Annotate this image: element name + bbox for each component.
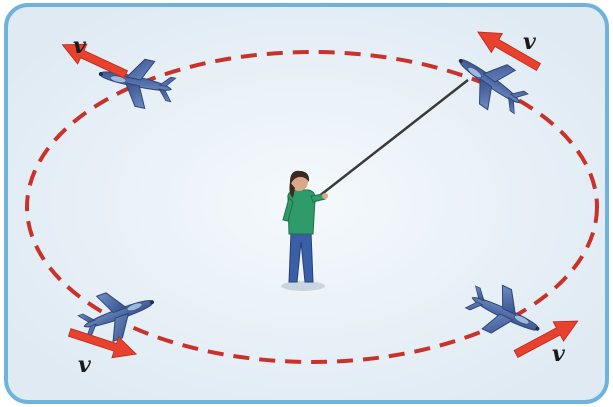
velocity-label-bottom-right: v [552, 341, 565, 367]
velocity-label-top-left: v [73, 33, 86, 59]
velocity-label-top-right: v [523, 29, 536, 55]
velocity-label-bottom-left: v [78, 352, 91, 378]
